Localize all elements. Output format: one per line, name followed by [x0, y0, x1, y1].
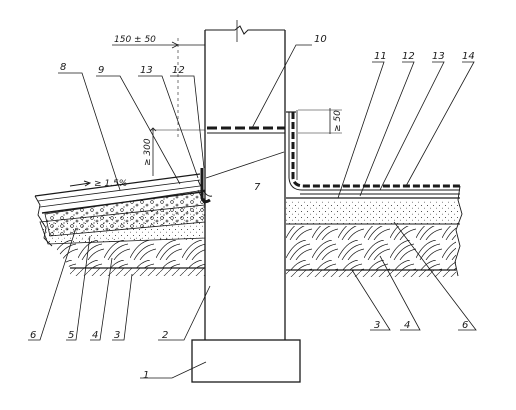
foundation-wall: [204, 20, 286, 340]
label-14: 14: [462, 51, 475, 62]
label-1: 1: [143, 370, 149, 381]
label-11: 11: [374, 51, 387, 62]
label-12-left: 12: [172, 65, 185, 76]
callout-labels: 1 2 3 3 4 4 5 6 6 7 8 9 10 11 12 12 13 1…: [30, 34, 475, 381]
dimension-height-right: ≥ 50: [333, 110, 343, 132]
footing: [191, 339, 301, 383]
dimension-text: 150 ± 50 ≥ 1.5% ≥ 300 ≥ 50: [94, 35, 343, 189]
dimension-gap: 150 ± 50: [114, 35, 156, 45]
label-7: 7: [254, 182, 261, 193]
label-13-left: 13: [140, 65, 153, 76]
label-9: 9: [98, 65, 104, 76]
label-3-right: 3: [374, 320, 380, 331]
label-6-left: 6: [30, 330, 36, 341]
dimension-height-left: ≥ 300: [143, 138, 153, 166]
left-wall-waterproofing: [197, 168, 213, 206]
dimension-slope: ≥ 1.5%: [94, 179, 127, 189]
label-13-right: 13: [432, 51, 445, 62]
label-4-left: 4: [92, 330, 98, 341]
label-5: 5: [68, 330, 74, 341]
label-6-right: 6: [462, 320, 468, 331]
label-8: 8: [60, 62, 66, 73]
label-2: 2: [162, 330, 168, 341]
leader-lines: [28, 44, 477, 379]
label-4-right: 4: [404, 320, 410, 331]
label-10: 10: [314, 34, 327, 45]
label-12-right: 12: [402, 51, 415, 62]
right-floor-layers: [286, 110, 463, 277]
label-3-left: 3: [114, 330, 120, 341]
left-ground-layers: [34, 173, 206, 276]
